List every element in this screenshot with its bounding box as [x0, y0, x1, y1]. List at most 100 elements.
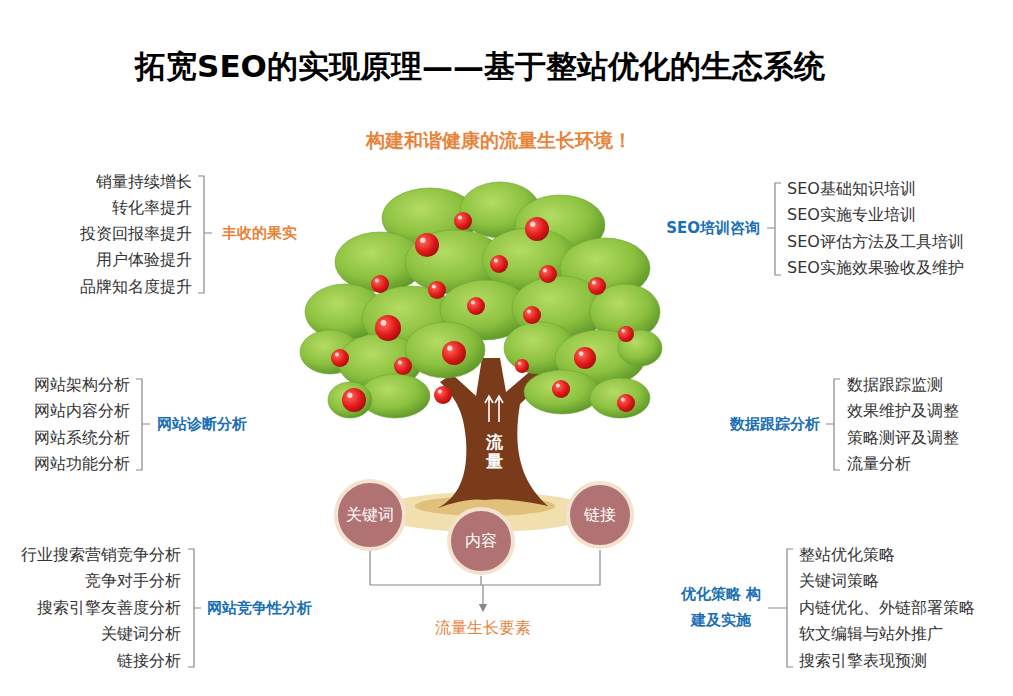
apple [371, 275, 389, 293]
apple-body [490, 255, 508, 273]
apple-highlight [530, 222, 535, 227]
bracket [767, 183, 781, 275]
list-item: 整站优化策略 [799, 545, 895, 565]
list-item: 网站架构分析 [34, 375, 130, 395]
list-item: SEO基础知识培训 [787, 179, 916, 199]
apple [617, 394, 635, 412]
leaf-cluster [590, 378, 650, 418]
bracket [198, 176, 212, 293]
canopy [300, 182, 662, 418]
apple-highlight [420, 238, 425, 243]
apple-body [525, 217, 549, 241]
list-item: 数据跟踪监测 [847, 375, 943, 395]
apple-highlight [381, 320, 387, 326]
list-item: 投资回报率提升 [80, 224, 192, 244]
circle-label: 链接 [584, 505, 616, 526]
brackets [136, 176, 840, 667]
apple [523, 306, 541, 324]
apple-highlight [592, 280, 596, 284]
factor-circle: 内容 [447, 507, 515, 575]
list-item: 搜索引擎友善度分析 [37, 598, 181, 618]
apple-body [617, 394, 635, 412]
apple [515, 359, 529, 373]
apple-highlight [621, 329, 625, 333]
list-item: 品牌知名度提升 [80, 277, 192, 297]
apple-highlight [518, 362, 521, 365]
list-item: 转化率提升 [112, 198, 192, 218]
group-heading: 数据跟踪分析 [730, 414, 820, 434]
apple-body [415, 233, 439, 257]
apple [574, 347, 596, 369]
apple-highlight [579, 351, 584, 356]
group-heading: 优化策略 构建及实施 [679, 581, 763, 633]
factor-circle: 关键词 [334, 479, 406, 551]
apple-highlight [347, 393, 352, 398]
group-heading: 丰收的果实 [222, 223, 297, 243]
apple-body [331, 349, 349, 367]
apple-body [588, 277, 606, 295]
factor-circle: 链接 [566, 481, 634, 549]
apple-highlight [398, 360, 402, 364]
apple [375, 315, 401, 341]
apple [525, 217, 549, 241]
apple-body [434, 386, 452, 404]
list-item: 销量持续增长 [96, 172, 192, 192]
apple [588, 277, 606, 295]
apple-highlight [556, 383, 560, 387]
bracket [768, 549, 793, 667]
leaf-cluster [524, 370, 600, 414]
list-item: 关键词分析 [101, 624, 181, 644]
apple-body [342, 388, 366, 412]
flow-arrows [485, 396, 503, 422]
bracket [136, 379, 150, 470]
apple-highlight [471, 300, 475, 304]
apple [490, 255, 508, 273]
list-item: 搜索引擎表现预测 [799, 651, 927, 671]
apple [342, 388, 366, 412]
apple [467, 297, 485, 315]
subtitle: 构建和谐健康的流量生长环境！ [366, 130, 632, 150]
apple-body [539, 265, 557, 283]
leaf-cluster [405, 322, 485, 378]
bracket [826, 379, 840, 470]
bracket [188, 549, 201, 667]
apple [539, 265, 557, 283]
list-item: SEO实施专业培训 [787, 205, 916, 225]
apple [618, 326, 634, 342]
circle-label: 内容 [465, 531, 497, 552]
group-heading: SEO培训咨询 [666, 218, 760, 238]
apple-body [618, 326, 634, 342]
apple-highlight [335, 352, 339, 356]
list-item: 策略测评及调整 [847, 428, 959, 448]
apple-highlight [375, 278, 379, 282]
apple-body [552, 380, 570, 398]
apple-body [574, 347, 596, 369]
apple-body [467, 297, 485, 315]
list-item: 链接分析 [117, 651, 181, 671]
apple-highlight [621, 397, 625, 401]
list-item: 内链优化、外链部署策略 [799, 598, 975, 618]
apple [454, 212, 472, 230]
apple-highlight [447, 346, 452, 351]
list-item: 网站功能分析 [34, 454, 130, 474]
apple-highlight [527, 309, 531, 313]
apple-body [454, 212, 472, 230]
list-item: 网站系统分析 [34, 428, 130, 448]
apple [442, 341, 466, 365]
leader-arrow [482, 585, 483, 608]
trunk-label: 流量 [486, 433, 503, 470]
apple-body [428, 281, 446, 299]
list-item: 网站内容分析 [34, 401, 130, 421]
apple-highlight [458, 215, 462, 219]
list-item: SEO评估方法及工具培训 [787, 232, 964, 252]
list-item: 软文编辑与站外推广 [799, 624, 943, 644]
apple-body [515, 359, 529, 373]
list-item: 行业搜索营销竞争分析 [21, 545, 181, 565]
footer-label: 流量生长要素 [435, 618, 531, 638]
list-item: 效果维护及调整 [847, 401, 959, 421]
list-item: 关键词策略 [799, 571, 879, 591]
circle-label: 关键词 [346, 505, 394, 526]
apple-body [523, 306, 541, 324]
apple [331, 349, 349, 367]
